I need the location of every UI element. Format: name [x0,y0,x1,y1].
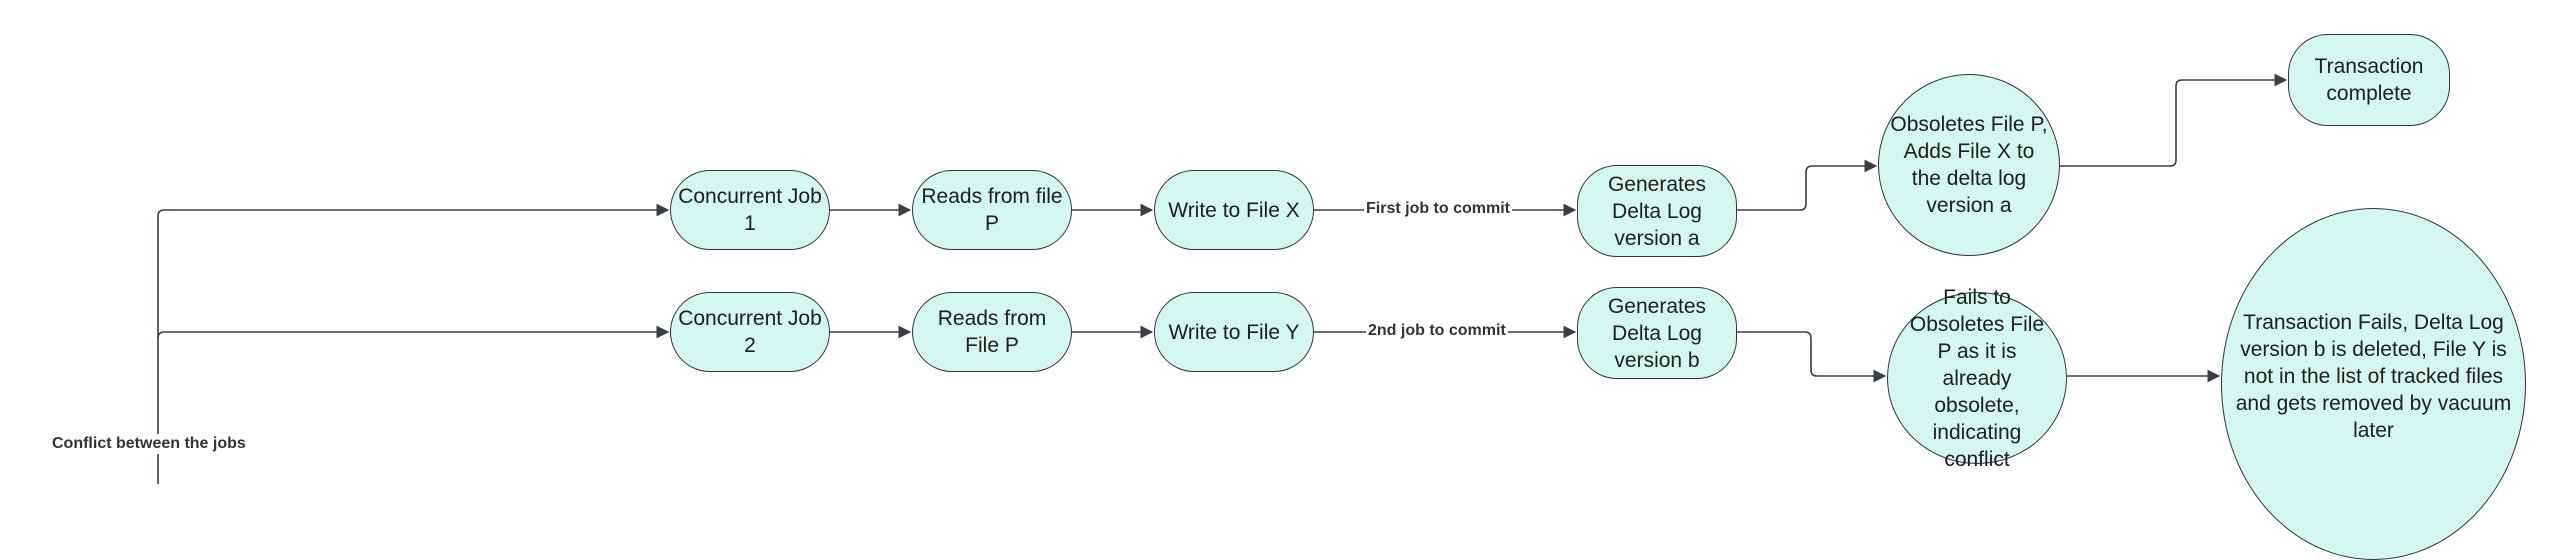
node-generates-delta-log-b-label: Generates Delta Log version b [1607,294,1707,372]
node-generates-delta-log-a-label: Generates Delta Log version a [1607,172,1707,250]
node-transaction-fails[interactable]: Transaction Fails, Delta Log version b i… [2221,208,2526,560]
node-generates-delta-log-a[interactable]: Generates Delta Log version a [1577,165,1737,257]
connector-start-trunk [157,203,670,484]
node-reads-from-file-p-1-label: Reads from file P [921,185,1063,235]
node-reads-from-file-p-2[interactable]: Reads from File P [912,292,1072,372]
connector-logb-fails [1737,331,1887,383]
node-obsoletes-file-p-label: Obsoletes File P, Adds File X to the del… [1890,113,2048,217]
node-transaction-complete-label: Transaction complete [2314,55,2424,105]
node-fails-to-obsolete-label: Fails to Obsoletes File P as it is alrea… [1909,285,2045,471]
node-reads-from-file-p-1[interactable]: Reads from file P [912,170,1072,250]
node-obsoletes-file-p[interactable]: Obsoletes File P, Adds File X to the del… [1878,74,2060,256]
node-transaction-complete[interactable]: Transaction complete [2288,34,2450,126]
node-concurrent-job-1-label: Concurrent Job 1 [678,185,822,235]
connector-start-job2 [157,325,670,339]
node-fails-to-obsolete[interactable]: Fails to Obsoletes File P as it is alrea… [1887,286,2067,471]
edge-label-conflict-between-jobs: Conflict between the jobs [50,434,248,454]
node-write-to-file-y-label: Write to File Y [1168,320,1300,344]
node-write-to-file-x[interactable]: Write to File X [1154,170,1314,250]
node-concurrent-job-2[interactable]: Concurrent Job 2 [670,292,830,372]
edge-label-second-job-to-commit: 2nd job to commit [1366,321,1508,341]
node-concurrent-job-2-label: Concurrent Job 2 [678,307,822,357]
node-write-to-file-y[interactable]: Write to File Y [1154,292,1314,372]
node-reads-from-file-p-2-label: Reads from File P [937,307,1047,357]
node-write-to-file-x-label: Write to File X [1168,198,1300,222]
node-concurrent-job-1[interactable]: Concurrent Job 1 [670,170,830,250]
connector-loga-obsoletes [1737,159,1878,211]
connector-obsoletes-complete [2060,73,2288,167]
edge-label-first-job-to-commit: First job to commit [1364,199,1512,219]
node-transaction-fails-label: Transaction Fails, Delta Log version b i… [2235,311,2512,442]
node-generates-delta-log-b[interactable]: Generates Delta Log version b [1577,287,1737,379]
